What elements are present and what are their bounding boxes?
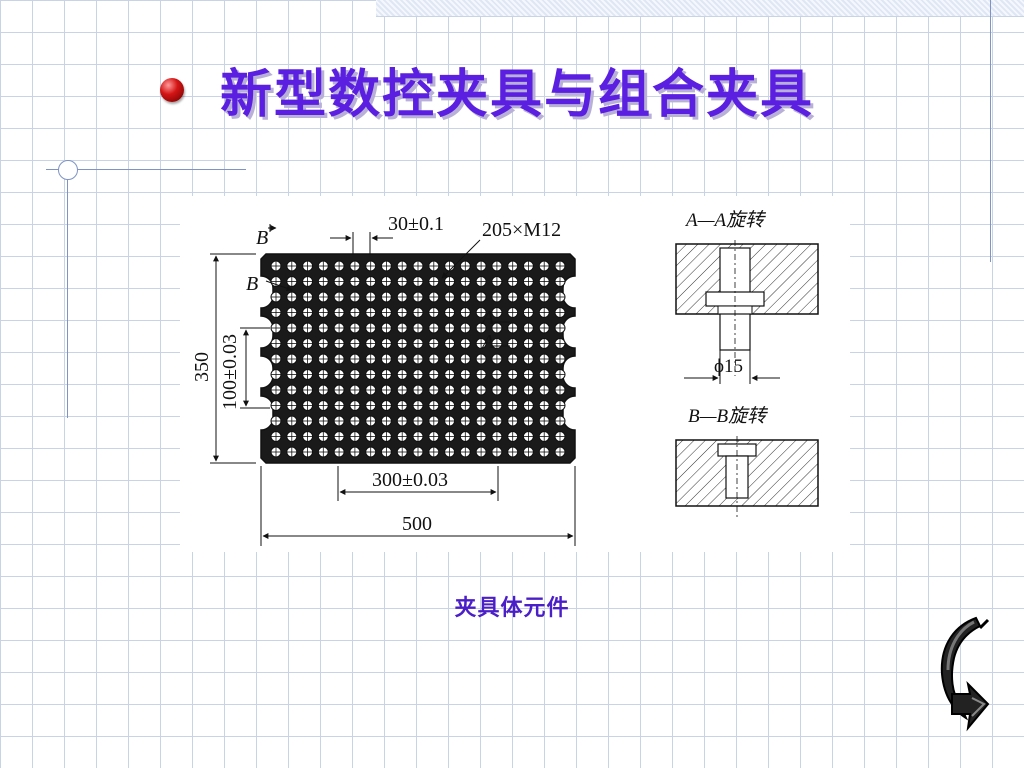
right-vertical-rule — [990, 0, 991, 262]
holes-label: 205×M12 — [482, 219, 561, 241]
hole-span-v-label: 100±0.03 — [219, 334, 241, 410]
threaded-hole-grid — [270, 260, 566, 458]
section-a-a: A—A旋转 ϕ15 — [675, 210, 819, 384]
red-sphere-bullet-icon — [160, 77, 184, 102]
slide-title: 新型数控夹具与组合夹具 — [220, 64, 815, 125]
title-row: 新型数控夹具与组合夹具 — [160, 52, 814, 127]
baseplate — [260, 253, 576, 464]
section-a-label: A—A旋转 — [684, 210, 766, 231]
hole-span-h-label: 300±0.03 — [372, 469, 448, 491]
header-strip — [376, 0, 1024, 17]
width-label: 500 — [402, 513, 432, 535]
b-mark-side: B — [246, 273, 258, 295]
figure-caption: 夹具体元件 — [454, 596, 570, 621]
b-mark-top: B — [256, 227, 268, 249]
a-mark-bottom: A — [480, 331, 495, 353]
section-b-label: B—B旋转 — [688, 406, 768, 427]
pitch-label: 30±0.1 — [388, 213, 444, 235]
section-b-b: B—B旋转 — [675, 406, 819, 518]
left-vertical-rule — [67, 160, 68, 418]
height-label: 350 — [191, 352, 213, 382]
dimension-lines — [210, 224, 576, 546]
return-arrow-icon[interactable] — [930, 612, 1000, 742]
a-mark-top: A — [480, 307, 495, 329]
fixture-drawing-svg: 30±0.1 205×M12 B B A A 350 100±0.03 300±… — [191, 210, 819, 546]
left-horizontal-rule — [46, 169, 246, 170]
decor-ring-icon — [58, 160, 78, 180]
diameter-label: ϕ15 — [714, 356, 743, 377]
fixture-drawing: 30±0.1 205×M12 B B A A 350 100±0.03 300±… — [180, 196, 850, 552]
